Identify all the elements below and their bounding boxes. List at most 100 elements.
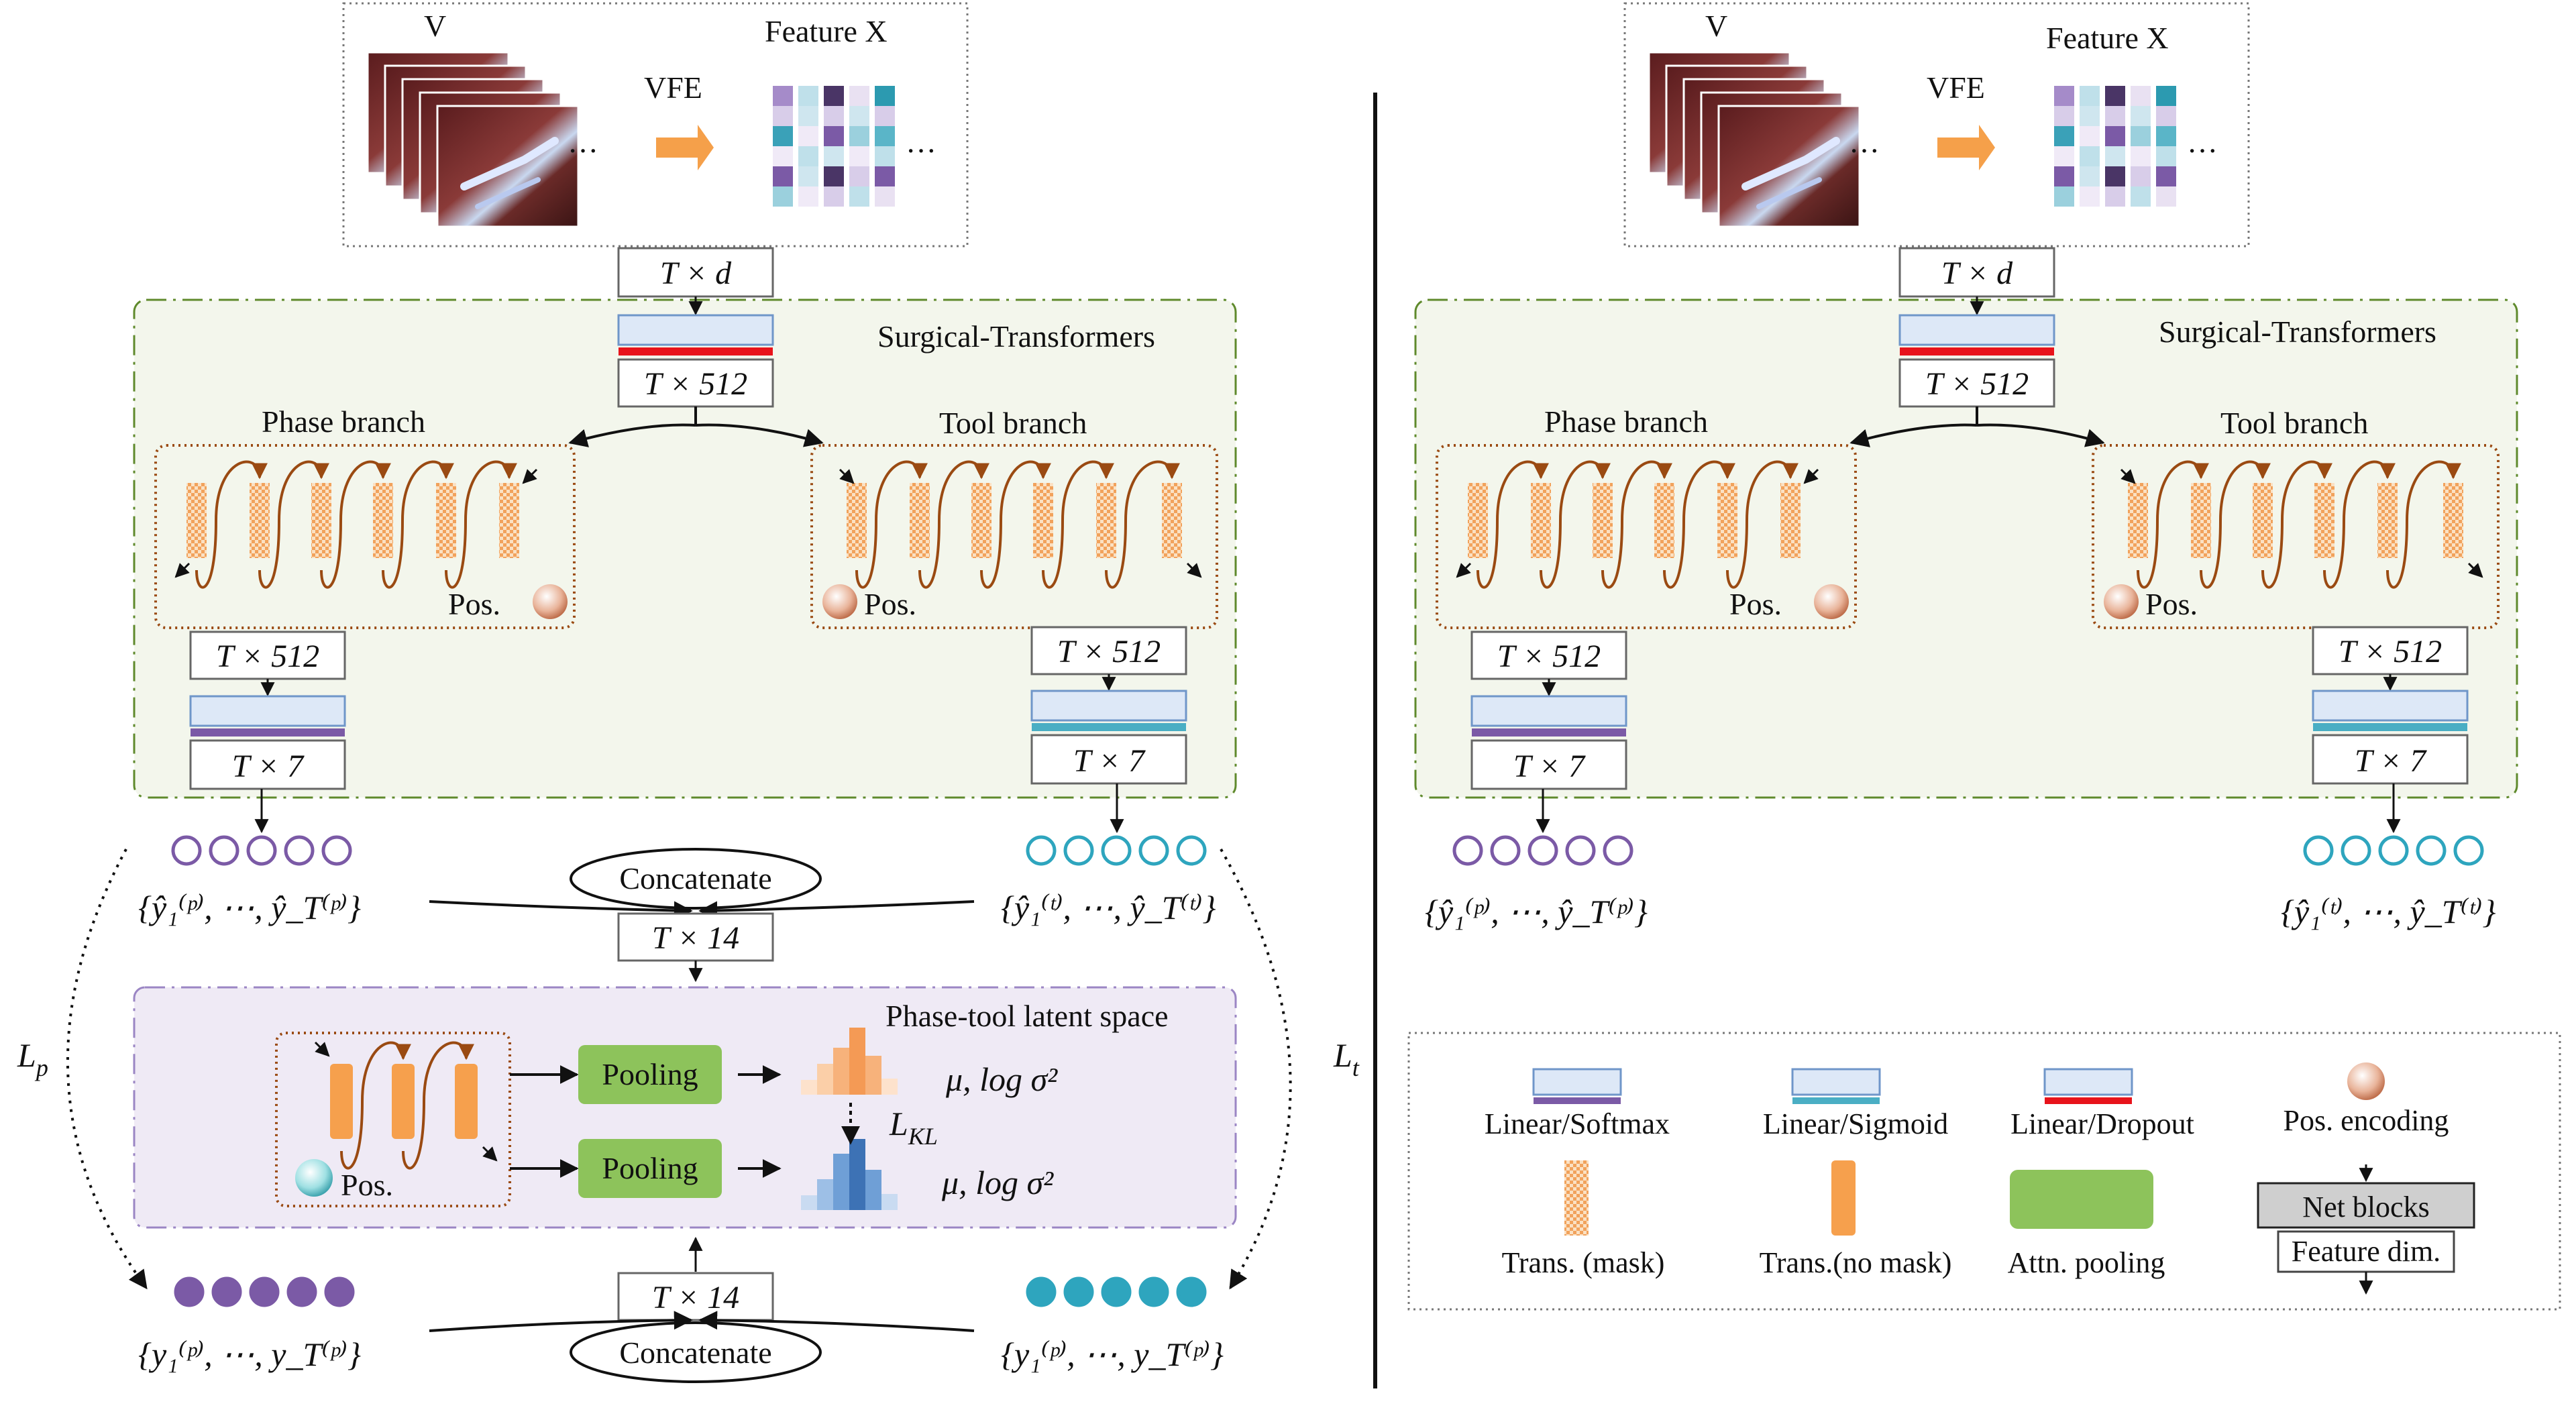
- legend-linear-sigmoid: Linear/Sigmoid: [1763, 1068, 1948, 1140]
- video-frames-left: [366, 51, 580, 228]
- set-y-p-right: {y₁⁽ᵖ⁾, ⋯, y_T⁽ᵖ⁾}: [1001, 1335, 1224, 1373]
- transformer-loop-arrow: [340, 1041, 411, 1170]
- set-y-p-left: {y₁⁽ᵖ⁾, ⋯, y_T⁽ᵖ⁾}: [138, 1335, 361, 1373]
- feature-cell: [2105, 106, 2125, 126]
- sigmoid-bar-left: [1032, 723, 1186, 731]
- video-frames-right: [1648, 51, 1861, 228]
- legend-pos-encoding-icon: [2347, 1062, 2385, 1100]
- feature-cell: [2080, 166, 2100, 186]
- feature-cell: [875, 126, 895, 146]
- prediction-circle: [1565, 835, 1596, 866]
- label-feature-x-left: Feature X: [765, 14, 888, 48]
- feature-cell: [849, 166, 869, 186]
- feature-cell: [2156, 106, 2176, 126]
- transformer-loop-arrow: [1540, 460, 1611, 589]
- feature-cell: [2054, 186, 2074, 207]
- transformer-block: [1162, 483, 1182, 558]
- pooling-block-top: [578, 1045, 722, 1104]
- concatenate-top-label: Concatenate: [619, 861, 771, 895]
- legend-sigmoid-bar: [1792, 1097, 1880, 1104]
- feature-cell: [2080, 146, 2100, 166]
- feature-cell: [824, 186, 844, 207]
- transformer-block: [455, 1064, 478, 1139]
- dropout-bar-right: [1900, 347, 2054, 356]
- transformer-block: [1468, 483, 1488, 558]
- feature-cell: [2156, 186, 2176, 207]
- arrow-to-tool-branch-left: [695, 423, 824, 447]
- dim-td-right: T × d: [1941, 256, 2013, 291]
- feature-cell: [2131, 146, 2151, 166]
- ellipsis-frames-left: ···: [568, 133, 598, 168]
- legend-feature-dim-box: [2277, 1230, 2455, 1273]
- feature-cell: [773, 186, 793, 207]
- legend-pos-encoding-label: Pos. encoding: [2284, 1104, 2449, 1137]
- concatenate-top-ellipse: [570, 848, 822, 910]
- dim-t7-tool-left: T × 7: [1073, 743, 1146, 779]
- gt-tool-circles: [1026, 1276, 1207, 1307]
- tool-branch-label-right: Tool branch: [2220, 406, 2368, 440]
- feature-cell: [798, 126, 818, 146]
- transformer-block: [373, 483, 393, 558]
- legend-softmax-bar: [1534, 1097, 1621, 1104]
- surgical-tool-shape: [460, 137, 559, 190]
- pos-encoding-icon: [295, 1159, 333, 1197]
- feature-cell: [2131, 166, 2151, 186]
- arrow-to-tool-branch-right: [1976, 423, 2105, 447]
- legend-feature-dim-label: Feature dim.: [2292, 1235, 2440, 1268]
- tool-prediction-circles-right: [2303, 835, 2484, 866]
- phase-branch-label-left: Phase branch: [262, 404, 425, 439]
- sigmoid-bar-right: [2313, 723, 2467, 731]
- transformer-loop-arrow: [1042, 460, 1114, 589]
- feature-cell: [2105, 86, 2125, 106]
- ground-truth-circle: [249, 1276, 280, 1307]
- legend-linear-sigmoid-label: Linear/Sigmoid: [1763, 1107, 1948, 1140]
- histogram-bar: [833, 1048, 849, 1095]
- prediction-circle: [1490, 835, 1521, 866]
- histogram-bar: [849, 1139, 865, 1210]
- legend-trans-no-mask: Trans.(no mask): [1760, 1160, 1951, 1279]
- transformer-block: [392, 1064, 415, 1139]
- input-box-right: [1623, 2, 2250, 248]
- legend-linear-dropout-block: [2043, 1068, 2133, 1096]
- transformer-loop-arrow: [2386, 460, 2461, 589]
- feature-cell: [798, 186, 818, 207]
- dim-box-td-left: [617, 247, 774, 298]
- prediction-circle: [171, 835, 202, 866]
- feature-cell: [875, 146, 895, 166]
- transformer-block: [330, 1064, 353, 1139]
- feature-cell: [2105, 166, 2125, 186]
- transformer-block: [971, 483, 991, 558]
- dim-t512-top-left: T × 512: [644, 366, 747, 402]
- feature-cell: [824, 106, 844, 126]
- prediction-circle: [1603, 835, 1633, 866]
- legend-linear-softmax: Linear/Softmax: [1485, 1068, 1670, 1140]
- feature-cell: [849, 126, 869, 146]
- feature-cell: [2131, 106, 2151, 126]
- transformer-loop-arrow: [855, 460, 928, 589]
- loss-t-label: Lt: [1333, 1036, 1360, 1081]
- legend-dropout-bar: [2045, 1097, 2132, 1104]
- transformer-block: [1033, 483, 1053, 558]
- prediction-circle: [1176, 835, 1207, 866]
- feature-cell: [2156, 86, 2176, 106]
- prediction-circle: [2378, 835, 2409, 866]
- transformer-block: [2128, 483, 2148, 558]
- kl-loss-label: LKL: [889, 1105, 938, 1150]
- dim-t512-phase-right: T × 512: [1497, 639, 1601, 674]
- legend-pos-encoding: Pos. encoding: [2284, 1062, 2449, 1137]
- transformer-loop-arrow: [1726, 460, 1799, 589]
- feature-cell: [824, 146, 844, 166]
- transformer-block: [186, 483, 207, 558]
- feature-cell: [2080, 86, 2100, 106]
- surgical-tool-shape: [475, 177, 541, 209]
- label-v-right: V: [1705, 9, 1727, 43]
- tool-branch-label-left: Tool branch: [939, 406, 1087, 440]
- loss-p-l: L: [17, 1036, 36, 1074]
- loss-t-l: L: [1333, 1036, 1352, 1074]
- transformer-loop-arrow: [445, 460, 517, 589]
- tool-pos-label-right: Pos.: [2145, 587, 2198, 621]
- linear-softmax-block-left: [189, 695, 346, 727]
- legend-net-blocks-box: [2257, 1182, 2475, 1229]
- transformer-loop-arrow: [258, 460, 329, 589]
- feature-cell: [773, 146, 793, 166]
